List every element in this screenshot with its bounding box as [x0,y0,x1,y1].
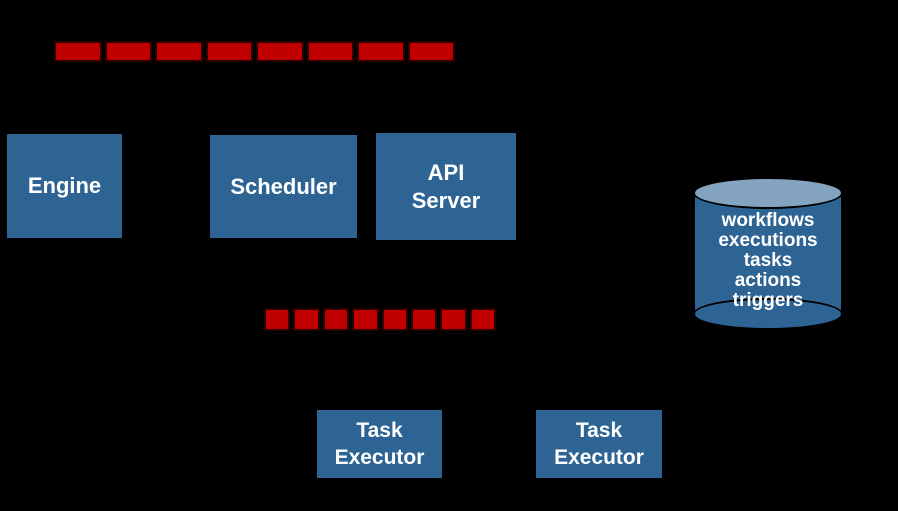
queue-segment [322,308,350,331]
queue-segment [293,308,320,331]
database-top-ellipse [693,177,843,209]
database-item-label: executions [718,230,818,251]
scheduler-label: Scheduler [230,173,337,199]
queue-segment [155,41,203,62]
queue-segment [205,41,253,62]
queue-segment [306,41,354,62]
database-body [693,193,843,314]
scheduler-box: Scheduler [210,135,357,238]
api-server-box: API Server [376,133,516,240]
queue-segment [381,308,408,331]
queue-segment [357,41,405,62]
queue-segment [256,41,304,62]
queue-segment [410,308,438,331]
message-queue-bottom [264,308,496,331]
task-executor-box-2: Task Executor [536,410,662,478]
database-item-label: tasks [743,250,793,271]
task-executor-2-label-line2: Executor [554,446,644,469]
queue-segment [264,308,291,331]
database-item-label: workflows [721,210,815,231]
database-item-label: triggers [732,290,804,311]
task-executor-2-label-line1: Task [575,418,623,442]
database-bottom-ellipse [693,298,843,330]
engine-label: Engine [27,173,102,199]
queue-segment [440,308,467,331]
queue-segment [407,41,455,62]
task-executor-1-label-line2: Executor [334,446,425,469]
engine-box: Engine [7,134,122,238]
task-executor-box-1: Task Executor [317,410,442,478]
message-queue-top [54,41,455,62]
queue-segment [352,308,379,331]
task-executor-1-label-line1: Task [356,418,403,442]
queue-segment [104,41,152,62]
database-item-label: actions [734,270,802,291]
queue-segment [469,308,496,331]
queue-segment [54,41,102,62]
api-server-label-line1: API [427,160,465,185]
api-server-label-line2: Server [411,187,481,213]
